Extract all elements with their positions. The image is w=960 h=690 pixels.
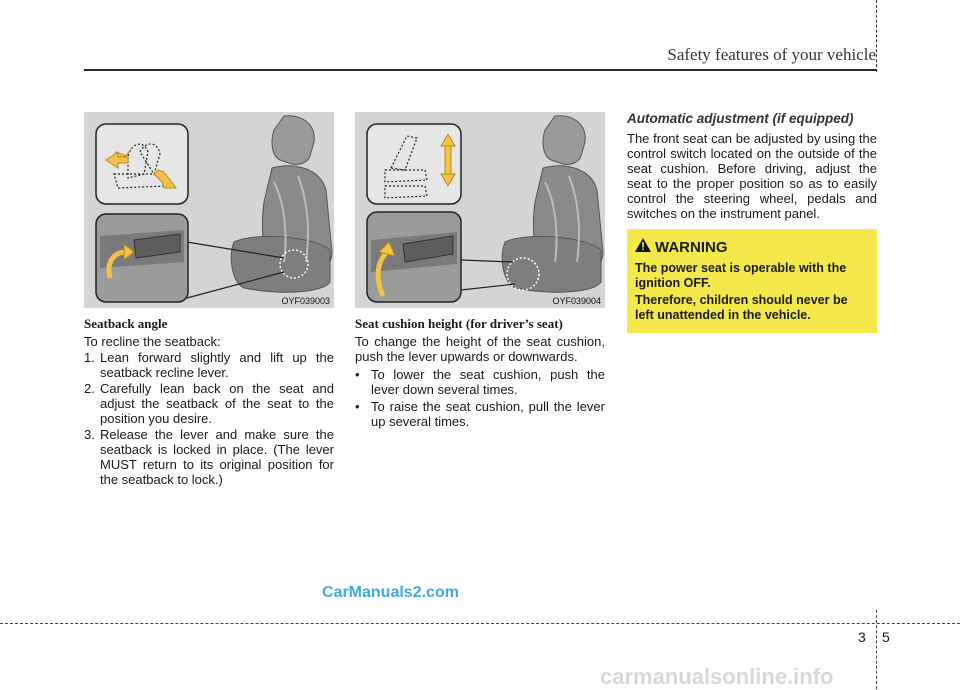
list-item: 2. Carefully lean back on the seat and ad…: [84, 381, 334, 426]
automatic-adjustment-section: Automatic adjustment (if equipped) The f…: [627, 111, 877, 222]
list-marker: •: [355, 399, 360, 414]
step-list: 1. Lean forward slightly and lift up the …: [84, 350, 334, 487]
list-item: 3. Release the lever and make sure the se…: [84, 427, 334, 487]
section-intro: To change the height of the seat cushion…: [355, 334, 605, 364]
list-marker: 3.: [84, 427, 95, 442]
header-rule: [84, 69, 876, 71]
section-heading: Seat cushion height (for driver’s seat): [355, 316, 563, 331]
list-item: • To raise the seat cushion, pull the lev…: [355, 399, 605, 429]
seat-cushion-height-section: Seat cushion height (for driver’s seat) …: [355, 316, 605, 431]
list-item-text: Carefully lean back on the seat and adju…: [100, 381, 334, 426]
figure-code: OYF039004: [552, 296, 601, 306]
bullet-list: • To lower the seat cushion, push the lev…: [355, 367, 605, 429]
list-marker: 2.: [84, 381, 95, 396]
footer-rule: [0, 623, 960, 624]
seat-height-illustration: OYF039004: [355, 112, 605, 308]
list-item-text: To raise the seat cushion, pull the leve…: [371, 399, 605, 429]
list-item: 1. Lean forward slightly and lift up the …: [84, 350, 334, 380]
site-watermark: carmanualsonline.info: [600, 664, 834, 689]
warning-text: Therefore, children should never be left…: [635, 293, 848, 322]
seatback-angle-section: Seatback angle To recline the seatback: …: [84, 316, 334, 488]
list-marker: •: [355, 367, 360, 382]
seatback-recline-illustration: OYF039003: [84, 112, 334, 308]
page-header-title: Safety features of your vehicle: [667, 45, 876, 64]
warning-header: WARNING: [635, 238, 869, 257]
warning-box: WARNING The power seat is operable with …: [627, 229, 877, 333]
warning-text: The power seat is operable with the igni…: [635, 261, 847, 290]
section-intro: To recline the seatback:: [84, 334, 221, 349]
page-number: 5: [882, 629, 890, 645]
section-heading: Automatic adjustment (if equipped): [627, 111, 854, 126]
chapter-number: 3: [858, 629, 866, 645]
list-item: • To lower the seat cushion, push the lev…: [355, 367, 605, 397]
watermark-link[interactable]: CarManuals2.com: [322, 584, 459, 601]
warning-title: WARNING: [655, 239, 728, 256]
list-item-text: Release the lever and make sure the seat…: [100, 427, 334, 487]
warning-triangle-icon: [635, 238, 651, 257]
section-text: The front seat can be adjusted by using …: [627, 131, 877, 221]
section-heading: Seatback angle: [84, 316, 168, 331]
header-divider: [876, 0, 877, 72]
list-marker: 1.: [84, 350, 95, 365]
footer-divider: [876, 610, 877, 689]
list-item-text: Lean forward slightly and lift up the se…: [100, 350, 334, 380]
list-item-text: To lower the seat cushion, push the leve…: [371, 367, 605, 397]
figure-code: OYF039003: [281, 296, 330, 306]
